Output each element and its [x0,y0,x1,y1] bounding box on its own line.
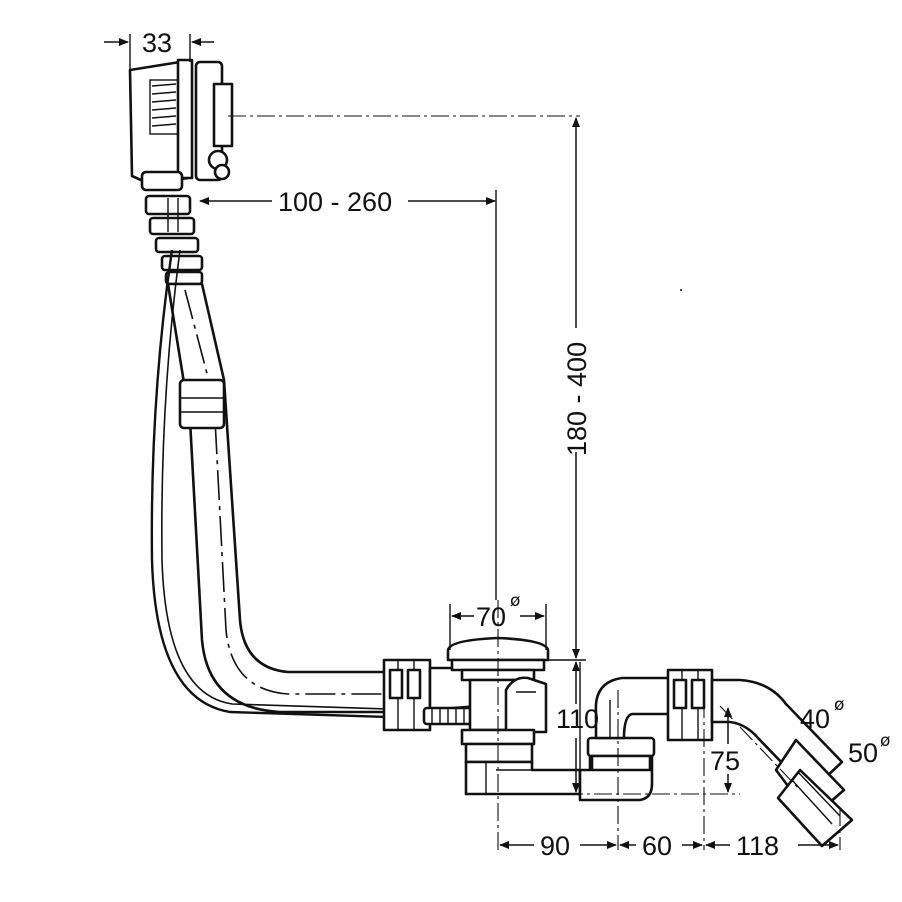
dimension-50-label: 50 [848,738,878,768]
cable-connector [140,170,204,286]
dimension-70: 70 ø [449,591,547,650]
trap [578,676,678,802]
dimension-70-label: 70 [476,602,506,632]
outlet-pipe [710,678,854,848]
stray-dot [680,289,682,291]
union-nut-left [382,658,480,732]
overflow-grille [149,79,179,135]
dimension-75-label: 75 [710,746,740,776]
dimension-33: 33 [104,28,214,70]
dimension-60-label: 60 [642,831,672,861]
dimension-60: 60 [619,831,703,861]
diameter-symbol-70: ø [510,591,520,611]
dimension-75: 75 [710,707,740,793]
dimension-50: 50 ø [848,731,890,768]
dimension-100-260-label: 100 - 260 [278,187,392,217]
dimension-33-label: 33 [142,28,172,58]
dimension-90-label: 90 [540,831,570,861]
bowden-cable [150,249,421,720]
centerline-angled [719,705,801,791]
dimension-180-400-label: 180 - 400 [562,342,592,456]
dimension-110-label: 110 [556,704,599,734]
dimension-40: 40 ø [800,695,844,734]
overflow-pipe [166,282,394,714]
dimension-110: 110 [556,661,599,793]
dimension-40-label: 40 [800,704,830,734]
diameter-symbol-40: ø [834,695,844,715]
dimension-100-260: 100 - 260 [199,187,497,600]
dimension-90: 90 [499,831,617,861]
union-nut-right [666,668,714,742]
dimension-180-400: 180 - 400 [540,117,592,661]
overflow-head [128,58,234,186]
dimension-118: 118 [705,831,839,861]
diameter-symbol-50: ø [880,731,890,751]
dimension-118-label: 118 [736,831,779,861]
